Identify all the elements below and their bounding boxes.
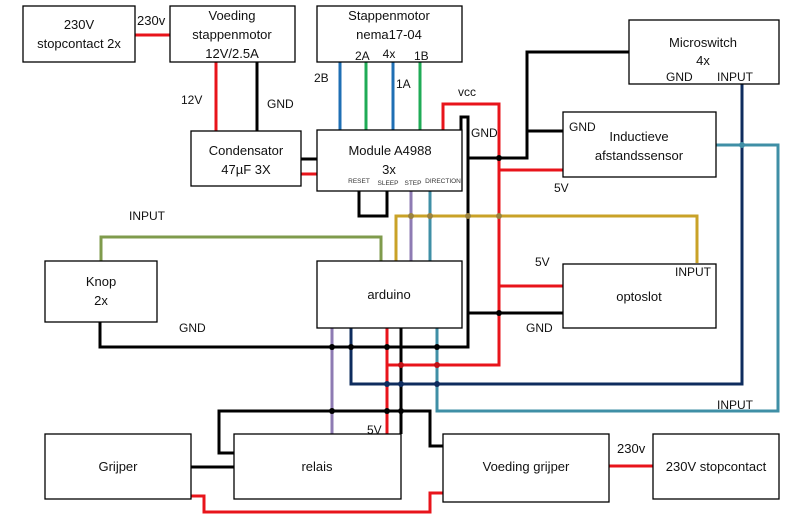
junction-dot	[329, 408, 335, 414]
condensator-line2: 47µF 3X	[221, 162, 271, 177]
label-gnd-module: GND	[471, 126, 498, 140]
junction-dot	[496, 310, 502, 316]
pin-step-label: STEP	[405, 180, 422, 187]
junction-dot	[329, 344, 335, 350]
stopcontact-top-line2: stopcontact 2x	[37, 36, 121, 51]
wires	[98, 33, 780, 514]
label-5v-opto: 5V	[535, 255, 550, 269]
microswitch-pin-gnd: GND	[666, 70, 693, 84]
module-a4988-line1: Module A4988	[348, 143, 431, 158]
microswitch-pin-input: INPUT	[717, 70, 754, 84]
junction-dot	[496, 213, 502, 219]
junction-dot	[348, 344, 354, 350]
voeding-stappenmotor-line1: Voeding	[209, 8, 256, 23]
junction-dot	[427, 213, 433, 219]
stopcontact-top-line1: 230V	[64, 17, 95, 32]
pin-direction-label: DIRECTION	[425, 178, 461, 185]
junction-dot	[398, 381, 404, 387]
wire-optoslot-input	[394, 214, 699, 263]
label-5v-sensor: 5V	[554, 181, 569, 195]
wire-gnd-relais-loop	[217, 409, 443, 455]
junction-dot	[384, 344, 390, 350]
label-input-bottom: INPUT	[717, 398, 754, 412]
wire-vcc	[387, 102, 501, 367]
component-voeding-grijper: Voeding grijper	[442, 433, 610, 503]
knop-line2: 2x	[94, 293, 108, 308]
junction-dot	[465, 213, 471, 219]
optoslot-label: optoslot	[616, 289, 662, 304]
component-voeding-stappenmotor: Voeding stappenmotor 12V/2.5A	[169, 5, 296, 63]
component-stopcontact-bottom: 230V stopcontact	[652, 433, 780, 500]
pin-reset-label: RESET	[348, 178, 370, 185]
junction-dot	[434, 362, 440, 368]
microswitch-line2: 4x	[696, 53, 710, 68]
junction-dot	[739, 142, 745, 148]
junction-dots	[329, 142, 745, 414]
optoslot-pin-input: INPUT	[675, 265, 712, 279]
component-arduino: arduino	[316, 260, 463, 329]
component-module-a4988: Module A4988 3x RESET SLEEP STEP DIRECTI…	[316, 129, 463, 192]
stappenmotor-line1: Stappenmotor	[348, 8, 430, 23]
component-stappenmotor: Stappenmotor nema17-04 4x	[316, 5, 463, 63]
junction-dot	[408, 213, 414, 219]
inductieve-sensor-pin-gnd: GND	[569, 120, 596, 134]
stappenmotor-line2: nema17-04	[356, 27, 422, 42]
label-input-knop: INPUT	[129, 209, 166, 223]
component-inductieve-sensor: GND Inductieve afstandssensor	[562, 111, 717, 178]
wire-microswitch-input	[349, 84, 744, 386]
label-2b: 2B	[314, 71, 329, 85]
knop-line1: Knop	[86, 274, 116, 289]
microswitch-line1: Microswitch	[669, 35, 737, 50]
wire-gnd-module	[98, 115, 470, 349]
voeding-stappenmotor-line3: 12V/2.5A	[205, 46, 259, 61]
relais-label: relais	[301, 459, 333, 474]
stappenmotor-count: 4x	[383, 47, 396, 61]
inductieve-sensor-line2: afstandssensor	[595, 148, 684, 163]
junction-dot	[384, 408, 390, 414]
inductieve-sensor-line1: Inductieve	[609, 129, 668, 144]
component-optoslot: optoslot INPUT	[562, 263, 717, 329]
label-gnd-opto: GND	[526, 321, 553, 335]
arduino-label: arduino	[367, 287, 410, 302]
condensator-line1: Condensator	[209, 143, 284, 158]
junction-dot	[434, 344, 440, 350]
label-gnd-psu: GND	[267, 97, 294, 111]
label-2a: 2A	[355, 49, 370, 63]
wire-reset-sleep-bridge	[357, 191, 389, 218]
label-12v: 12V	[181, 93, 202, 107]
label-1b: 1B	[414, 49, 429, 63]
pin-sleep-label: SLEEP	[378, 180, 399, 187]
label-230v-top: 230v	[137, 13, 166, 28]
component-microswitch: Microswitch 4x GND INPUT	[628, 19, 780, 85]
grijper-label: Grijper	[98, 459, 138, 474]
component-relais: relais	[233, 433, 402, 500]
label-5v-relais: 5V	[367, 423, 382, 437]
component-knop: Knop 2x	[44, 260, 158, 323]
label-230v-bottom: 230v	[617, 441, 646, 456]
label-vcc: vcc	[458, 85, 476, 99]
junction-dot	[384, 381, 390, 387]
wire-knop-input	[99, 235, 383, 261]
junction-dot	[496, 155, 502, 161]
component-stopcontact-top: 230V stopcontact 2x	[22, 5, 136, 63]
label-gnd-knop: GND	[179, 321, 206, 335]
voeding-grijper-label: Voeding grijper	[483, 459, 570, 474]
module-a4988-line2: 3x	[382, 162, 396, 177]
wire-grijper-power	[191, 491, 443, 514]
voeding-stappenmotor-line2: stappenmotor	[192, 27, 272, 42]
junction-dot	[398, 362, 404, 368]
wire-labels: 230v 12V GND 2B 2A 1A 1B vcc GND 5V INPU…	[129, 13, 754, 456]
stopcontact-bottom-label: 230V stopcontact	[666, 459, 767, 474]
junction-dot	[434, 381, 440, 387]
component-grijper: Grijper	[44, 433, 192, 500]
component-condensator: Condensator 47µF 3X	[190, 130, 302, 187]
label-1a: 1A	[396, 77, 411, 91]
junction-dot	[398, 408, 404, 414]
